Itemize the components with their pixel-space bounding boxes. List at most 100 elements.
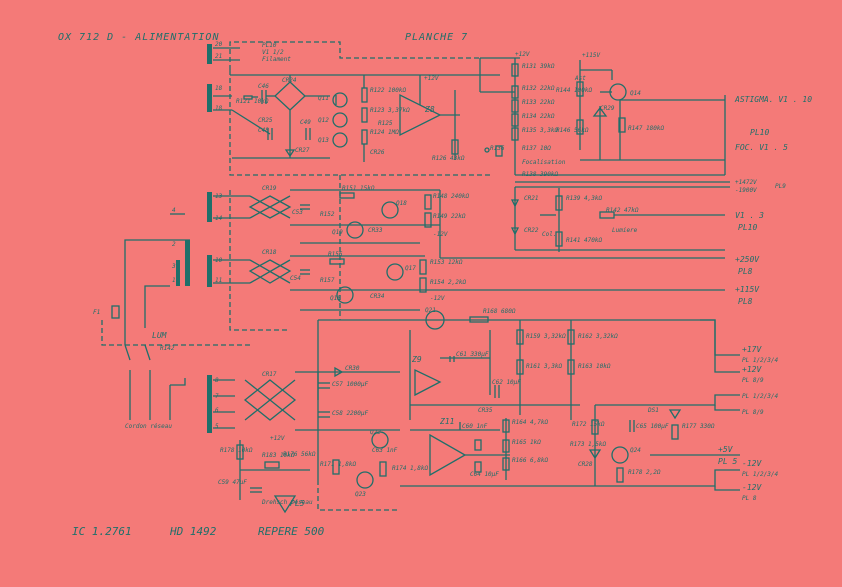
svg-text:R159 3,32kΩ: R159 3,32kΩ <box>526 333 566 340</box>
svg-text:R141 470kΩ: R141 470kΩ <box>566 237 603 244</box>
svg-text:R132 22kΩ: R132 22kΩ <box>522 85 555 92</box>
svg-text:R121 10kΩ: R121 10kΩ <box>236 98 269 105</box>
svg-text:R148 240kΩ: R148 240kΩ <box>433 193 470 200</box>
svg-text:4: 4 <box>172 207 176 214</box>
mains-cord-label: Cordon réseau <box>125 423 172 430</box>
footer-ref-hd: HD 1492 <box>169 525 217 538</box>
lum-switch-ref: R142 <box>160 345 175 352</box>
transformer-secondary-250: 13 14 <box>207 192 250 222</box>
svg-text:-12V: -12V <box>430 295 445 302</box>
svg-text:5: 5 <box>215 423 219 430</box>
svg-text:R166 6,8kΩ: R166 6,8kΩ <box>512 457 549 464</box>
svg-text:R171 1,8kΩ: R171 1,8kΩ <box>320 461 357 468</box>
output-v13: V1 . 3 <box>735 211 764 220</box>
svg-text:R134 22kΩ: R134 22kΩ <box>522 113 555 120</box>
svg-text:Focalisation: Focalisation <box>522 159 566 166</box>
svg-text:Q21: Q21 <box>425 307 436 314</box>
divider-chain-top <box>479 57 520 175</box>
regulator-17v <box>317 310 700 480</box>
svg-text:6: 6 <box>215 407 219 414</box>
output-pl5: PL 5 <box>718 457 737 466</box>
svg-text:Q18: Q18 <box>396 200 407 207</box>
output-plus5: +5V <box>718 445 734 454</box>
svg-text:R162 3,32kΩ: R162 3,32kΩ <box>578 333 618 340</box>
svg-text:R151 15kΩ: R151 15kΩ <box>342 185 375 192</box>
filament-pins: V1 1/2 <box>262 49 284 56</box>
svg-text:+12V: +12V <box>424 75 439 82</box>
svg-text:CR34: CR34 <box>370 293 385 300</box>
svg-text:R161 3,3kΩ: R161 3,3kΩ <box>526 363 563 370</box>
svg-text:R176 56kΩ: R176 56kΩ <box>283 451 316 458</box>
astig-block <box>576 60 700 161</box>
svg-text:R124 1MΩ: R124 1MΩ <box>370 129 399 136</box>
sheet-title: OX 712 D - ALIMENTATION <box>58 32 219 43</box>
svg-text:+12V: +12V <box>515 51 530 58</box>
svg-text:CR29: CR29 <box>600 105 615 112</box>
svg-text:C53: C53 <box>292 209 303 216</box>
svg-text:Lumiere: Lumiere <box>612 227 638 234</box>
lumiere-block <box>510 187 725 252</box>
svg-text:Ast: Ast <box>574 75 586 82</box>
svg-text:C61 330µF: C61 330µF <box>456 351 489 358</box>
svg-text:CR27: CR27 <box>295 147 310 154</box>
svg-text:DS1: DS1 <box>647 407 659 414</box>
svg-text:R177 330Ω: R177 330Ω <box>682 423 715 430</box>
svg-text:Q19: Q19 <box>332 229 343 236</box>
pl5-input: PL5 <box>290 499 305 508</box>
fuse-f1: F1 <box>93 309 100 316</box>
svg-text:C63 1nF: C63 1nF <box>372 447 398 454</box>
svg-text:R163 10kΩ: R163 10kΩ <box>578 363 611 370</box>
svg-text:CR33: CR33 <box>368 227 383 234</box>
svg-text:Q22: Q22 <box>370 429 381 436</box>
filament-pl10: PL10 <box>262 42 277 49</box>
output-lines-top <box>515 95 730 188</box>
svg-text:C64 10µF: C64 10µF <box>470 471 499 478</box>
svg-text:Z9: Z9 <box>411 355 422 364</box>
svg-text:R139 4,3kΩ: R139 4,3kΩ <box>566 195 603 202</box>
output-pl1234a: PL 1/2/3/4 <box>742 357 779 364</box>
svg-text:+12V: +12V <box>270 435 285 442</box>
svg-text:R136: R136 <box>490 145 505 152</box>
bridge-cr17 <box>243 366 400 431</box>
output-pl8c: PL 8 <box>742 495 757 502</box>
mains-wiring <box>111 239 186 420</box>
svg-text:R126 43kΩ: R126 43kΩ <box>432 155 465 162</box>
svg-text:Q23: Q23 <box>355 491 366 498</box>
svg-text:R149 22kΩ: R149 22kΩ <box>433 213 466 220</box>
output-plus250: +250V <box>735 255 760 264</box>
svg-text:CR26: CR26 <box>370 149 385 156</box>
output-pl1234b: PL 1/2/3/4 <box>742 393 779 400</box>
svg-text:21: 21 <box>215 53 222 60</box>
svg-text:C48: C48 <box>258 127 269 134</box>
svg-text:CR21: CR21 <box>524 195 538 202</box>
regulator-5v <box>588 404 700 486</box>
svg-text:R153 12kΩ: R153 12kΩ <box>430 259 463 266</box>
svg-text:R157: R157 <box>320 277 335 284</box>
svg-text:R183 10kΩ: R183 10kΩ <box>262 452 295 459</box>
bridge-cr19 <box>248 189 725 259</box>
output-pl8b: PL8 <box>738 297 753 306</box>
svg-text:R147 180kΩ: R147 180kΩ <box>628 125 665 132</box>
svg-text:CR28: CR28 <box>578 461 593 468</box>
svg-text:R123 3,37kΩ: R123 3,37kΩ <box>370 107 410 114</box>
svg-text:R137 10Ω: R137 10Ω <box>522 145 551 152</box>
svg-text:R156: R156 <box>328 251 343 258</box>
svg-text:C46: C46 <box>258 83 269 90</box>
svg-text:CR30: CR30 <box>345 365 360 372</box>
svg-text:R125: R125 <box>378 120 393 127</box>
transistor-q12 <box>332 112 348 128</box>
transformer-low-voltage: 8 7 6 5 <box>207 375 235 433</box>
svg-text:CR22: CR22 <box>524 227 539 234</box>
output-plus12: +12V <box>742 365 762 374</box>
opamp-z8 <box>399 75 460 160</box>
svg-text:CR35: CR35 <box>478 407 493 414</box>
svg-text:CR17: CR17 <box>262 371 277 378</box>
svg-text:R133 22kΩ: R133 22kΩ <box>522 99 555 106</box>
svg-text:+115V: +115V <box>582 52 600 59</box>
svg-text:2: 2 <box>172 241 176 248</box>
drehsch-label: Drehsch réseau <box>261 499 313 506</box>
transformer-secondary-hv: 18 18 <box>207 84 232 112</box>
transformer-primary: 4 2 1 3 <box>170 207 190 286</box>
svg-text:C62 10µF: C62 10µF <box>492 379 521 386</box>
